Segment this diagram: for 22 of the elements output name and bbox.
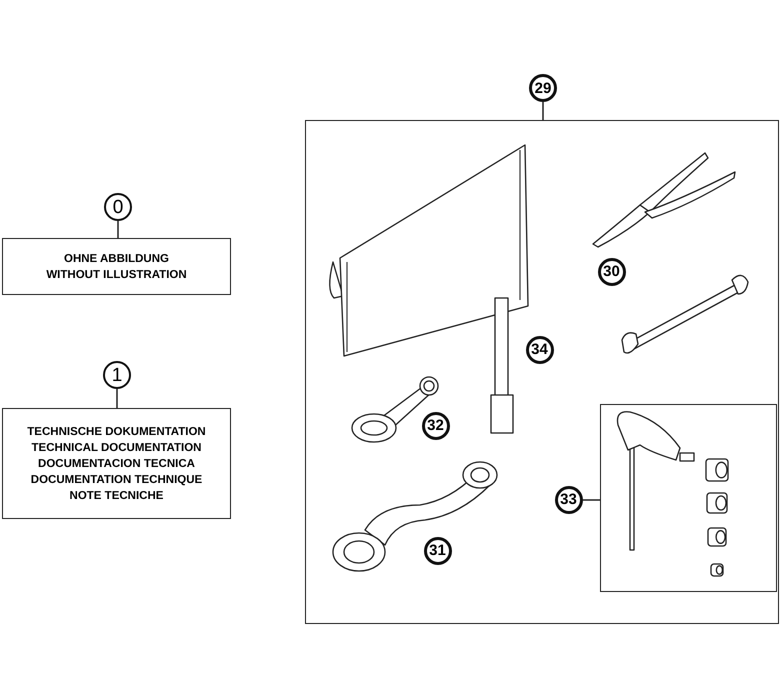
callout-number: 1 (103, 361, 131, 389)
caption-text: DOCUMENTACION TECNICA (38, 456, 195, 472)
caption-text: TECHNICAL DOCUMENTATION (32, 440, 202, 456)
leader-line (583, 499, 600, 501)
leader-line (542, 102, 544, 120)
callout-number: 29 (529, 74, 557, 102)
callout-number: 31 (424, 536, 452, 564)
text-box (2, 408, 231, 519)
caption-text: TECHNISCHE DOKUMENTATION (27, 424, 206, 440)
frame-box (600, 404, 776, 592)
callout-number: 32 (422, 412, 450, 440)
text-box (2, 238, 231, 295)
callout-number: 0 (104, 193, 132, 221)
caption-text: OHNE ABBILDUNG (64, 252, 169, 266)
caption-text: DOCUMENTATION TECHNIQUE (30, 472, 202, 488)
leader-line (116, 389, 118, 408)
caption-text: WITHOUT ILLUSTRATION (46, 268, 187, 282)
callout-number: 33 (554, 486, 582, 514)
leader-line (117, 221, 119, 238)
callout-number: 34 (526, 336, 554, 364)
callout-number: 30 (598, 258, 626, 286)
caption-text: NOTE TECNICHE (70, 488, 164, 504)
